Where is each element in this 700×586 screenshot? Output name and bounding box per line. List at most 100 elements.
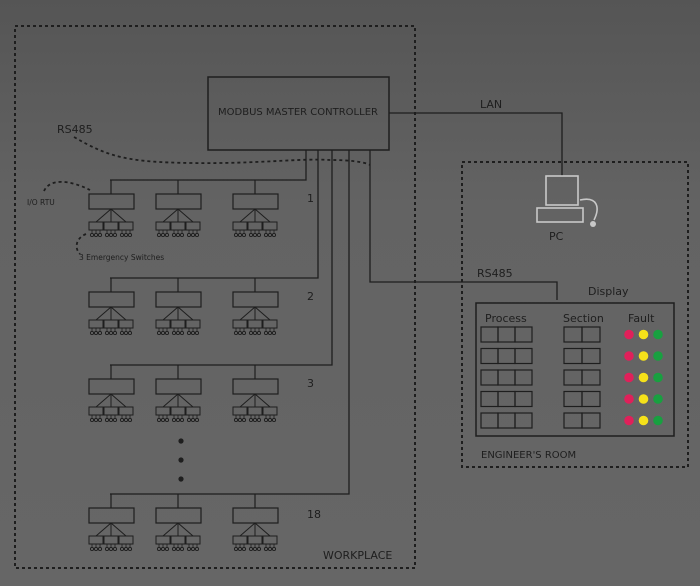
fault-led-red	[624, 372, 634, 383]
emergency-switch	[156, 330, 162, 336]
module-link	[162, 522, 179, 537]
emergency-switch	[164, 417, 170, 423]
emergency-switch	[241, 417, 247, 423]
emergency-switch	[190, 330, 196, 336]
io-rtu-label: I/O RTU	[27, 198, 55, 207]
rtu-group-1: 1	[88, 150, 314, 238]
emergency-switch	[112, 546, 118, 552]
emergency-switch	[97, 330, 103, 336]
ellipsis-dot	[178, 457, 184, 463]
emergency-switch	[237, 417, 243, 423]
emergency-switch	[164, 546, 170, 552]
engineers-room-zone	[461, 161, 689, 468]
io-module	[247, 535, 263, 545]
process-cell	[480, 326, 499, 343]
group-number: 1	[307, 192, 314, 205]
display-panel	[475, 302, 675, 437]
emergency-switch	[186, 546, 192, 552]
display-rows	[480, 326, 663, 429]
module-link	[239, 393, 256, 408]
emergency-switch	[241, 232, 247, 238]
emergency-switch	[233, 330, 239, 336]
section-cell	[581, 390, 601, 408]
io-module	[185, 406, 201, 416]
emergency-switch	[252, 232, 258, 238]
emergency-switch	[263, 546, 269, 552]
io-module	[118, 221, 134, 231]
group-number: 2	[307, 290, 314, 303]
emergency-switch	[123, 546, 129, 552]
section-cell	[563, 390, 583, 408]
emergency-switch	[252, 546, 258, 552]
io-rtu	[155, 507, 202, 524]
io-rtu	[232, 378, 279, 395]
emergency-switch	[156, 417, 162, 423]
emergency-switch	[171, 546, 177, 552]
emergency-switch	[179, 546, 185, 552]
rtu-group-18: 18	[88, 150, 350, 552]
fault-led-green	[653, 415, 663, 426]
emergency-switch	[171, 417, 177, 423]
display-row	[480, 390, 663, 408]
section-cell	[563, 326, 583, 343]
io-module	[262, 319, 278, 329]
emergency-switch	[271, 546, 277, 552]
pc-icon	[536, 175, 598, 227]
emergency-switch	[156, 232, 162, 238]
io-module	[155, 406, 171, 416]
emergency-switch	[267, 330, 273, 336]
io-module	[232, 535, 248, 545]
process-cell	[514, 369, 533, 386]
workplace-label: WORKPLACE	[323, 549, 392, 562]
emergency-switch	[97, 417, 103, 423]
fault-led-red	[624, 351, 634, 361]
emergency-switch	[248, 417, 254, 423]
process-cell	[497, 412, 516, 429]
module-link	[239, 522, 256, 537]
display-label: Display	[588, 285, 629, 298]
module-link	[95, 393, 112, 408]
group-number: 3	[307, 377, 314, 390]
emergency-switch	[237, 232, 243, 238]
fault-led-red	[624, 394, 634, 404]
emergency-switch	[175, 546, 181, 552]
emergency-switch	[104, 417, 110, 423]
emergency-switch	[156, 546, 162, 552]
display-row	[480, 369, 663, 386]
section-cell	[581, 347, 601, 365]
fault-led-yellow	[638, 329, 649, 340]
emergency-switch	[179, 330, 185, 336]
fault-led-yellow	[638, 372, 649, 383]
emergency-switch	[108, 330, 114, 336]
emergency-switch	[119, 546, 125, 552]
pc-label: PC	[549, 230, 564, 243]
emergency-switch	[267, 546, 273, 552]
group-number: 18	[307, 508, 321, 521]
module-link	[239, 306, 256, 321]
io-module	[232, 221, 248, 231]
io-module	[88, 406, 104, 416]
emergency-switch	[271, 232, 277, 238]
io-module	[118, 319, 134, 329]
emergency-switch	[248, 546, 254, 552]
fault-led-yellow	[638, 415, 649, 426]
emergency-switch	[263, 232, 269, 238]
emergency-switch	[237, 546, 243, 552]
io-rtu	[155, 193, 202, 210]
process-cell	[514, 326, 533, 343]
lan-link	[389, 112, 563, 176]
emergency-switch	[127, 330, 133, 336]
io-module	[262, 221, 278, 231]
io-module	[262, 535, 278, 545]
emergency-switch	[93, 417, 99, 423]
process-cell	[497, 347, 516, 365]
io-module	[118, 535, 134, 545]
emergency-switch	[186, 330, 192, 336]
emergency-switch	[190, 417, 196, 423]
io-module	[170, 221, 186, 231]
emergency-switch	[252, 330, 258, 336]
io-rtu	[88, 193, 135, 210]
io-module	[103, 319, 119, 329]
emergency-switch	[256, 232, 262, 238]
